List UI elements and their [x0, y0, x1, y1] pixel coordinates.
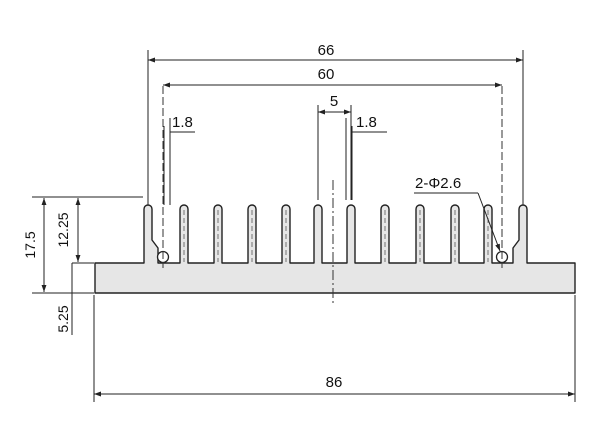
dim-86-label: 86 — [326, 374, 343, 391]
dim-holes-label: 2-Φ2.6 — [415, 175, 461, 192]
dim-1.8-center — [345, 118, 387, 200]
dim-1.8-center-label: 1.8 — [356, 114, 377, 131]
dim-12.25-label: 12.25 — [55, 212, 71, 247]
dim-5-label: 5 — [330, 93, 338, 110]
dim-holes-callout — [414, 192, 501, 252]
dim-vertical — [32, 196, 143, 335]
dim-60-label: 60 — [318, 66, 335, 83]
fin-centerlines — [183, 210, 489, 262]
dim-17.5-label: 17.5 — [22, 231, 38, 258]
dim-66 — [147, 50, 524, 205]
dim-1.8-left — [163, 118, 195, 205]
dim-66-label: 66 — [318, 42, 335, 59]
dim-5 — [317, 105, 352, 200]
dim-5.25-label: 5.25 — [55, 305, 71, 332]
heatsink-profile — [94, 204, 576, 294]
dim-86 — [93, 295, 576, 402]
dim-1.8-left-label: 1.8 — [172, 114, 193, 131]
